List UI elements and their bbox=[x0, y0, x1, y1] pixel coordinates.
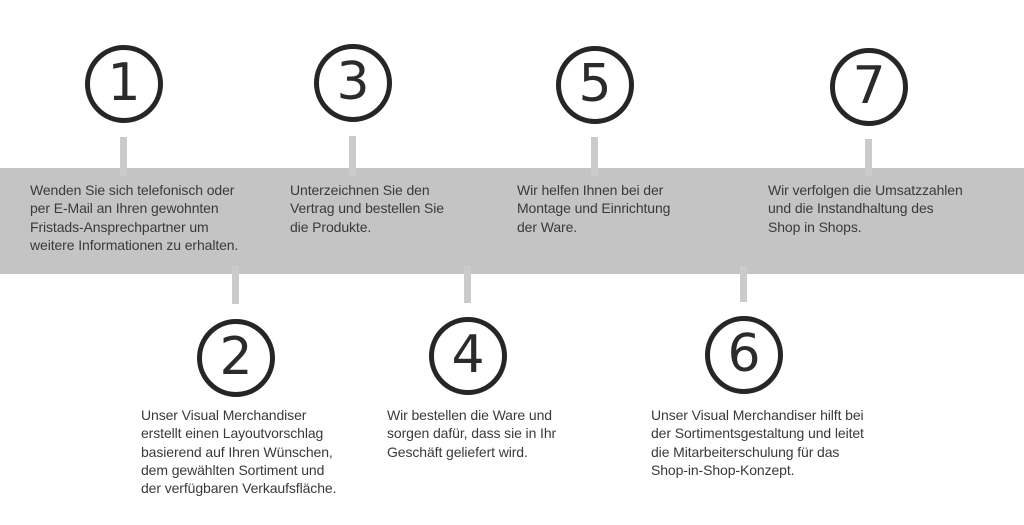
step-7-connector-line bbox=[865, 139, 872, 176]
step-3-description: Unterzeichnen Sie den Vertrag und bestel… bbox=[290, 182, 444, 235]
step-4-description: Wir bestellen die Ware und sorgen dafür,… bbox=[387, 407, 557, 460]
step-5-number-circle: 5 bbox=[556, 46, 634, 124]
step-2-number-circle: 2 bbox=[197, 319, 275, 397]
step-2-number: 2 bbox=[219, 327, 253, 387]
step-1-connector-line bbox=[120, 137, 127, 176]
gray-band bbox=[0, 168, 1024, 274]
step-6-connector-line bbox=[740, 266, 747, 302]
step-6-description: Unser Visual Merchandiser hilft bei der … bbox=[651, 407, 864, 478]
step-4-number: 4 bbox=[451, 325, 485, 385]
step-2-description: Unser Visual Merchandiser erstellt einen… bbox=[141, 407, 337, 497]
step-4-number-circle: 4 bbox=[429, 317, 507, 395]
step-1-number: 1 bbox=[107, 53, 141, 113]
step-1-number-circle: 1 bbox=[85, 45, 163, 123]
step-5-description: Wir helfen Ihnen bei der Montage und Ein… bbox=[517, 182, 671, 235]
step-6-number-circle: 6 bbox=[705, 316, 783, 394]
step-6-number: 6 bbox=[727, 324, 761, 384]
step-2-connector-line bbox=[232, 266, 239, 304]
step-5-connector-line bbox=[591, 137, 598, 176]
step-3-number-circle: 3 bbox=[314, 44, 392, 122]
step-3-number: 3 bbox=[336, 52, 370, 112]
step-4-connector-line bbox=[464, 266, 471, 303]
step-7-description: Wir verfolgen die Umsatzzahlen und die I… bbox=[768, 182, 963, 235]
step-7-number-circle: 7 bbox=[830, 48, 908, 126]
step-5-number: 5 bbox=[578, 54, 612, 114]
step-3-connector-line bbox=[349, 136, 356, 176]
step-7-number: 7 bbox=[852, 56, 886, 116]
step-1-description: Wenden Sie sich telefonisch oder per E-M… bbox=[30, 182, 239, 253]
